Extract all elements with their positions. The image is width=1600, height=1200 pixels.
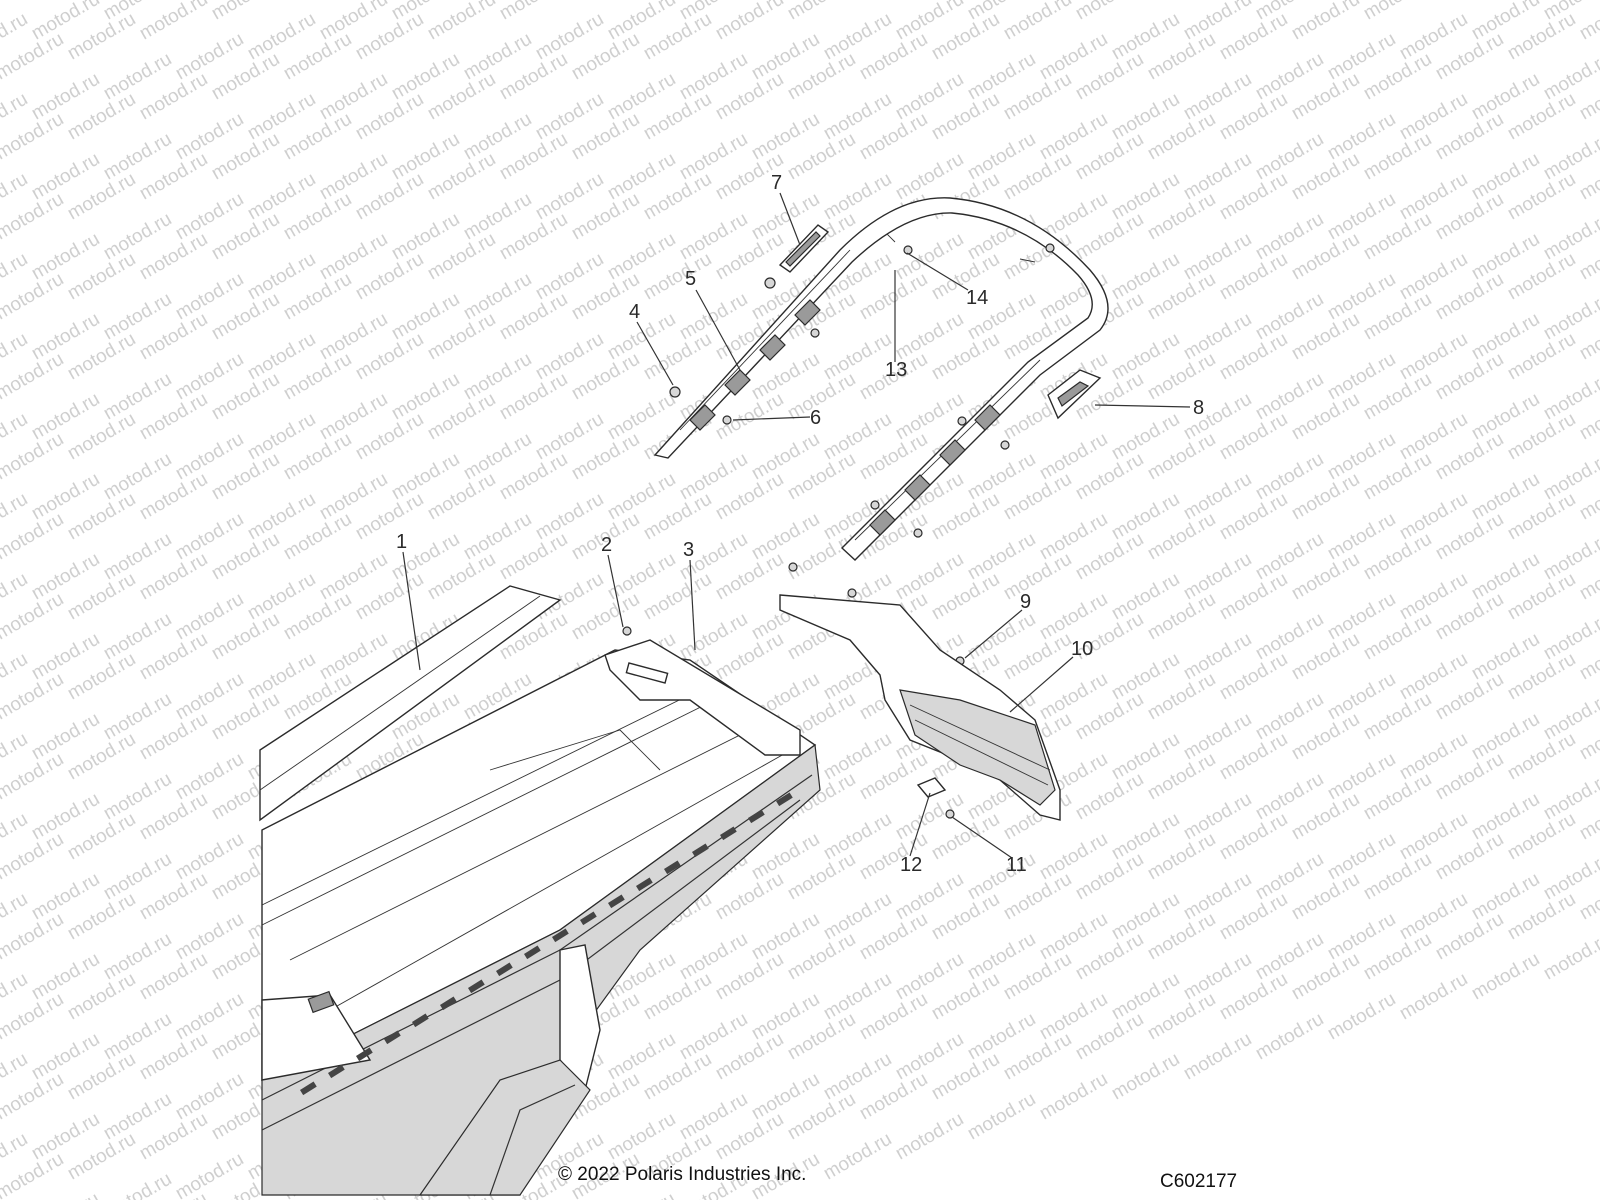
watermark-text: motod.ru	[1000, 0, 1075, 44]
callout-1: 1	[396, 531, 407, 553]
side-wall-slot	[467, 979, 485, 994]
callout-14: 14	[966, 287, 988, 309]
callout-12: 12	[900, 854, 922, 876]
side-wall-slot	[411, 1013, 429, 1028]
callout-8: 8	[1193, 397, 1204, 419]
watermark-text: motod.ru	[0, 0, 67, 4]
callout-11: 11	[1006, 854, 1027, 876]
watermark-text: motod.ru	[28, 1189, 103, 1200]
watermark-text: motod.ru	[1252, 1009, 1327, 1065]
watermark-text: motod.ru	[1288, 0, 1363, 44]
side-wall-slot	[608, 894, 625, 909]
watermark-text: motod.ru	[208, 0, 283, 24]
rear-bumper-hoop	[653, 197, 1109, 561]
side-wall-slot	[776, 792, 793, 807]
side-wall-slot	[720, 826, 737, 841]
side-wall-slot	[328, 1064, 345, 1079]
leader-lines	[402, 192, 1191, 859]
callout-7: 7	[771, 172, 782, 194]
watermark-text: motod.ru	[712, 0, 787, 44]
watermark-text: motod.ru	[1432, 0, 1507, 4]
watermark-text: motod.ru	[1468, 949, 1543, 1005]
side-wall-slot	[664, 860, 681, 875]
callout-9: 9	[1020, 591, 1031, 613]
tunnel-assembly	[261, 639, 821, 1196]
watermark-text: motod.ru	[1324, 989, 1399, 1045]
callout-3: 3	[683, 539, 694, 561]
watermark-text: motod.ru	[784, 0, 859, 24]
callout-5: 5	[685, 268, 696, 290]
watermark-text: motod.ru	[280, 0, 355, 4]
watermark-text: motod.ru	[1396, 969, 1471, 1025]
side-wall-slot	[355, 1047, 373, 1062]
watermark-text: motod.ru	[964, 1089, 1039, 1145]
side-wall-slot	[440, 996, 457, 1011]
snow-flap	[779, 594, 1061, 821]
watermark-text: motod.ru	[1072, 0, 1147, 24]
callout-6: 6	[810, 407, 821, 429]
side-wall-slot	[524, 945, 541, 960]
watermark-text: motod.ru	[496, 0, 571, 24]
watermark-text: motod.ru	[1360, 0, 1435, 24]
side-wall-slot	[300, 1081, 317, 1096]
watermark-text: motod.ru	[856, 0, 931, 4]
watermark-text: motod.ru	[1108, 1049, 1183, 1105]
side-wall-slot	[495, 962, 513, 977]
callout-10: 10	[1071, 638, 1093, 660]
part-7-plate	[778, 224, 830, 273]
side-wall-slot	[580, 911, 597, 926]
callout-13: 13	[885, 359, 907, 381]
watermark-text: motod.ru	[604, 1189, 679, 1200]
watermark-text: motod.ru	[1144, 0, 1219, 4]
watermark-text: motod.ru	[136, 0, 211, 44]
watermark-text: motod.ru	[820, 1129, 895, 1185]
side-wall-slot	[384, 1030, 401, 1045]
fasteners	[622, 233, 1055, 819]
watermark-text: motod.ru	[1036, 1069, 1111, 1125]
side-wall-slot	[552, 928, 569, 943]
figure-code: C602177	[1160, 1171, 1237, 1192]
watermark-text: motod.ru	[892, 1109, 967, 1165]
part-8-plate	[1047, 369, 1102, 420]
callout-labels: 1 2 3 4 5 6 7 8 9 10 11 12 13 14	[396, 172, 1204, 876]
part-1-strip	[259, 585, 562, 822]
callout-2: 2	[601, 534, 612, 556]
watermark-text: motod.ru	[100, 1169, 175, 1200]
side-wall-slot	[748, 809, 765, 824]
copyright-text: © 2022 Polaris Industries Inc.	[558, 1164, 806, 1185]
side-wall-slot	[692, 843, 709, 858]
callout-4: 4	[629, 301, 640, 323]
watermark-text: motod.ru	[568, 0, 643, 4]
watermark-text: motod.ru	[1180, 1029, 1255, 1085]
side-wall-slots	[300, 792, 793, 1096]
side-wall-slot	[636, 877, 653, 892]
watermark-text: motod.ru	[1540, 929, 1600, 985]
watermark-text: motod.ru	[424, 0, 499, 44]
